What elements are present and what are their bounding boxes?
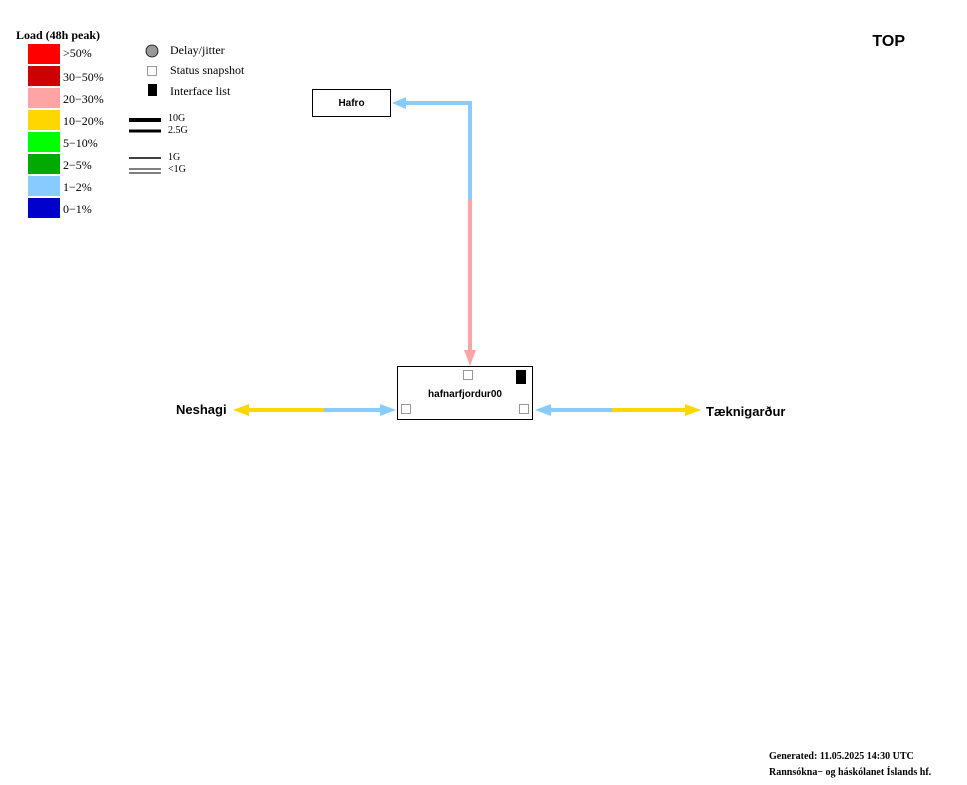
legend-swatch-5-10 — [28, 132, 60, 152]
bandwidth-lt1g-label: <1G — [168, 164, 186, 175]
bandwidth-1g-label: 1G — [168, 152, 181, 163]
arrowhead-to-neshagi — [233, 404, 249, 416]
bandwidth-key-lines — [129, 118, 161, 174]
legend-label-gt50: >50% — [63, 46, 92, 60]
interface-list-label: Interface list — [170, 84, 231, 98]
arrowhead-to-hafnarfjordur-right — [535, 404, 551, 416]
legend-label-30-50: 30−50% — [63, 70, 104, 84]
legend-swatch-gt50 — [28, 44, 60, 64]
legend-swatch-0-1 — [28, 198, 60, 218]
view-label-top[interactable]: TOP — [872, 33, 905, 50]
status-snapshot-label: Status snapshot — [170, 63, 245, 77]
footer-organization: Rannsókna− og háskólanet Íslands hf. — [769, 767, 932, 778]
legend-label-10-20: 10−20% — [63, 114, 104, 128]
legend-label-2-5: 2−5% — [63, 158, 92, 172]
legend-swatch-20-30 — [28, 88, 60, 108]
footer-generated: Generated: 11.05.2025 14:30 UTC — [769, 751, 914, 762]
delay-jitter-icon — [145, 44, 159, 58]
bandwidth-2-5g-label: 2.5G — [168, 125, 188, 136]
link-hafro-hafnarfjordur[interactable] — [392, 97, 476, 366]
bandwidth-10g-label: 10G — [168, 113, 186, 124]
external-neshagi-label[interactable]: Neshagi — [176, 402, 227, 417]
legend-swatch-2-5 — [28, 154, 60, 174]
arrowhead-to-taeknigardur — [685, 404, 701, 416]
interface-list-icon[interactable] — [516, 370, 526, 384]
legend-label-20-30: 20−30% — [63, 92, 104, 106]
symbol-key-icons — [145, 44, 159, 96]
node-hafnarfjordur00[interactable]: hafnarfjordur00 — [397, 366, 533, 420]
status-snapshot-icon — [147, 66, 157, 76]
legend-swatch-10-20 — [28, 110, 60, 130]
link-neshagi-hafnarfjordur[interactable] — [233, 404, 396, 416]
external-taeknigardur-label[interactable]: Tæknigarður — [706, 404, 786, 419]
node-hafnarfjordur00-label: hafnarfjordur00 — [428, 389, 502, 400]
arrowhead-to-hafnarfjordur-left — [380, 404, 396, 416]
node-hafro-label: Hafro — [338, 98, 365, 109]
legend-label-0-1: 0−1% — [63, 202, 92, 216]
legend-label-1-2: 1−2% — [63, 180, 92, 194]
interface-list-icon — [148, 84, 157, 96]
legend-swatch-30-50 — [28, 66, 60, 86]
arrowhead-to-hafro — [392, 97, 406, 109]
legend-swatch-1-2 — [28, 176, 60, 196]
arrowhead-to-hafnarfjordur-top — [464, 350, 476, 366]
link-taeknigardur-hafnarfjordur[interactable] — [535, 404, 701, 416]
status-snapshot-icon[interactable] — [401, 404, 411, 414]
node-hafro[interactable]: Hafro — [312, 89, 391, 117]
status-snapshot-icon[interactable] — [463, 370, 473, 380]
legend-title: Load (48h peak) — [16, 28, 101, 42]
status-snapshot-icon[interactable] — [519, 404, 529, 414]
delay-jitter-label: Delay/jitter — [170, 43, 225, 57]
legend-label-5-10: 5−10% — [63, 136, 98, 150]
